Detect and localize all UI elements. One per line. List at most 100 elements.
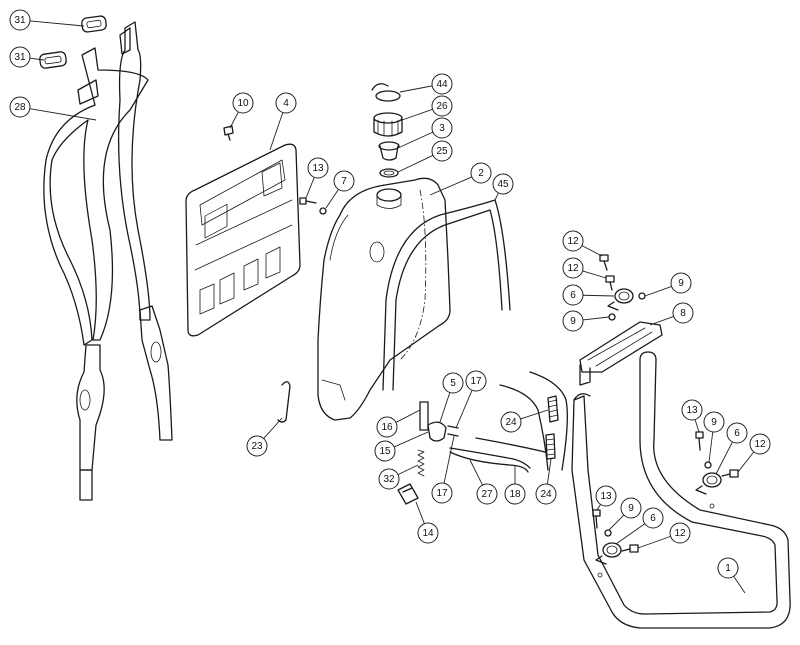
callout-leader-44 (399, 85, 433, 93)
callout-balloon (465, 370, 487, 392)
callout-number: 13 (312, 163, 324, 174)
callout-13-bolt: 13 (681, 399, 703, 421)
callout-leader-6 (582, 294, 615, 297)
callout-balloon (620, 497, 642, 519)
callout-23-hook: 23 (246, 435, 268, 457)
back-plate (185, 143, 301, 337)
frame (571, 351, 791, 629)
callout-12-bolt: 12 (669, 522, 691, 544)
bolt-12-a (599, 254, 609, 271)
callout-3-filter: 3 (431, 117, 453, 139)
callout-leader-12 (581, 245, 603, 257)
callout-13-bolt: 13 (307, 157, 329, 179)
callout-45-tank-hoop: 45 (492, 173, 514, 195)
callout-7-washer: 7 (333, 170, 355, 192)
callout-leader-24 (520, 409, 549, 420)
callout-balloon (703, 411, 725, 433)
callout-number: 44 (436, 79, 448, 90)
callout-6-spring: 6 (726, 422, 748, 444)
callout-4-back-plate: 4 (275, 92, 297, 114)
callout-18-hose: 18 (504, 483, 526, 505)
callout-leader-17 (455, 390, 473, 429)
callout-leader-32 (397, 464, 419, 476)
callout-leader-16 (395, 409, 421, 423)
callout-balloon (504, 483, 526, 505)
callout-leader-15 (393, 431, 429, 448)
callout-balloon (9, 46, 31, 68)
callout-balloon (492, 173, 514, 195)
callout-balloon (562, 230, 584, 252)
callout-balloon (307, 157, 329, 179)
callout-1-frame: 1 (717, 557, 739, 579)
callout-2-tank: 2 (470, 162, 492, 184)
callout-number: 2 (478, 168, 484, 179)
callout-balloon (562, 310, 584, 332)
callout-number: 31 (14, 52, 26, 63)
callout-number: 6 (650, 513, 656, 524)
callout-44-cap-strap: 44 (431, 73, 453, 95)
callout-leader-1 (733, 576, 746, 594)
bolt-12-c (721, 469, 739, 478)
callout-balloon (562, 284, 584, 306)
callout-12-bolt: 12 (562, 230, 584, 252)
callout-32-spring: 32 (378, 468, 400, 490)
spring-6-c (595, 542, 622, 565)
callout-number: 32 (383, 474, 395, 485)
callout-number: 1 (725, 563, 731, 574)
callout-number: 8 (680, 308, 686, 319)
callout-6-spring: 6 (562, 284, 584, 306)
callout-number: 24 (505, 417, 517, 428)
callout-leader-25 (397, 154, 434, 173)
callout-leader-17 (443, 435, 455, 484)
callout-27-hose: 27 (476, 483, 498, 505)
callout-leader-24 (546, 458, 552, 485)
callout-leader-27 (469, 459, 483, 486)
callout-10-screw: 10 (232, 92, 254, 114)
strap-buckle-slide-lower (39, 51, 67, 69)
callout-balloon (672, 302, 694, 324)
callout-number: 25 (436, 146, 448, 157)
callout-number: 28 (14, 102, 26, 113)
callout-9-nut: 9 (562, 310, 584, 332)
callout-leader-9 (582, 316, 610, 321)
callout-number: 7 (341, 176, 347, 187)
callout-balloon (431, 117, 453, 139)
callout-6-spring: 6 (642, 507, 664, 529)
callout-leader-45 (494, 192, 499, 201)
callout-number: 15 (379, 446, 391, 457)
callout-number: 45 (497, 179, 509, 190)
callout-leader-8 (649, 315, 674, 326)
callout-12-bolt: 12 (749, 433, 771, 455)
callout-balloon (431, 95, 453, 117)
callout-31-strap-buckle-slide: 31 (9, 9, 31, 31)
callout-balloon (642, 507, 664, 529)
callout-leader-4 (269, 112, 284, 151)
callout-balloon (749, 433, 771, 455)
callout-leader-13 (694, 419, 700, 433)
valve-5 (427, 421, 447, 442)
callout-24-spring: 24 (535, 483, 557, 505)
callout-leader-28 (29, 108, 97, 121)
callout-number: 9 (570, 316, 576, 327)
callout-number: 17 (470, 376, 482, 387)
seal-ring-25 (379, 168, 399, 178)
washer-7 (319, 207, 327, 215)
callout-leader-9 (608, 514, 625, 531)
callout-number: 12 (567, 236, 579, 247)
callout-number: 6 (570, 290, 576, 301)
callout-balloon (246, 435, 268, 457)
callout-balloon (562, 257, 584, 279)
callout-number: 16 (381, 422, 393, 433)
callout-13-bolt: 13 (595, 485, 617, 507)
callout-leader-13 (305, 177, 315, 199)
callout-leader-23 (263, 417, 283, 439)
callout-number: 24 (540, 489, 552, 500)
callout-number: 14 (422, 528, 434, 539)
callout-5-valve: 5 (442, 372, 464, 394)
callout-leader-12 (637, 535, 671, 549)
callout-balloon (500, 411, 522, 433)
spring-6-a (607, 288, 634, 311)
callout-9-nut: 9 (670, 272, 692, 294)
bolt-13-b (695, 431, 704, 451)
